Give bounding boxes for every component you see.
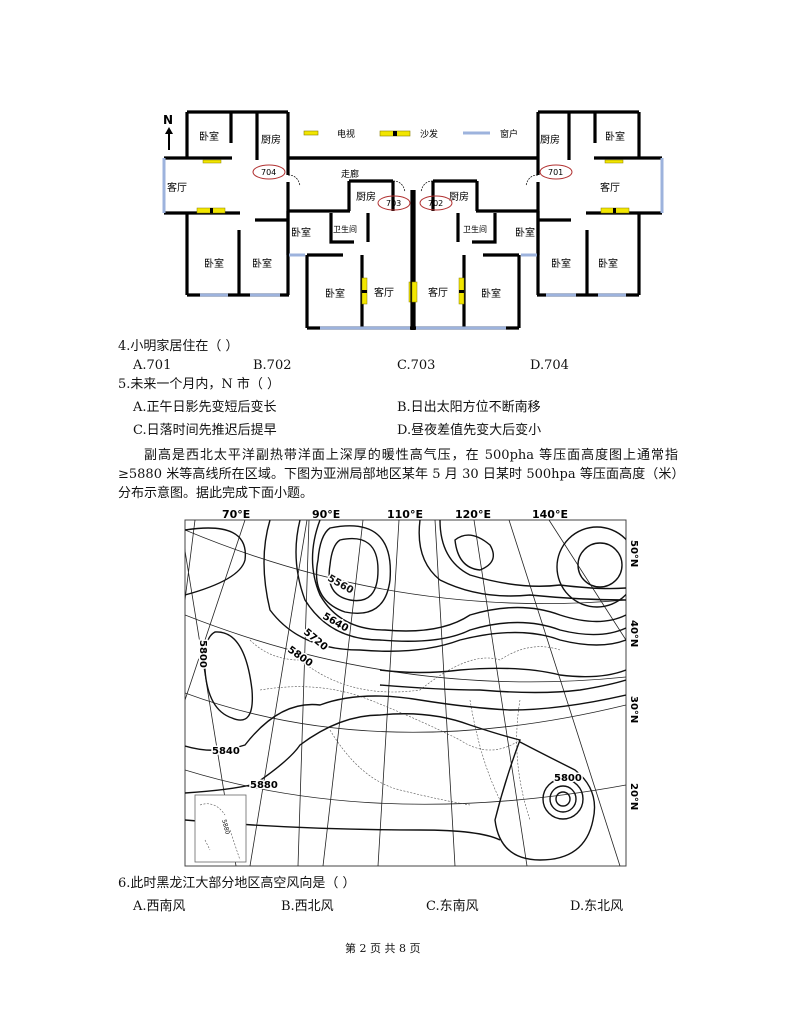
svg-text:厨房: 厨房	[356, 190, 376, 203]
q6-option-b[interactable]: B.西北风	[281, 899, 334, 914]
svg-text:厨房: 厨房	[261, 133, 281, 146]
svg-text:厨房: 厨房	[449, 190, 469, 203]
svg-text:120°E: 120°E	[455, 508, 491, 521]
svg-text:5880: 5880	[220, 819, 231, 836]
question-5-stem: 5.未来一个月内，N 市（ ）	[118, 377, 281, 392]
longitude-labels: 70°E 90°E 110°E 120°E 140°E	[222, 508, 568, 521]
borders	[249, 639, 561, 821]
svg-text:厨房: 厨房	[540, 133, 560, 146]
svg-text:70°E: 70°E	[222, 508, 250, 521]
question-6-stem: 6.此时黑龙江大部分地区高空风向是（ ）	[118, 876, 356, 891]
q5-option-c[interactable]: C.日落时间先推迟后提早	[133, 423, 277, 438]
svg-text:5800: 5800	[554, 773, 582, 784]
question-4-stem: 4.小明家居住在（ ）	[118, 339, 239, 354]
q5-option-d[interactable]: D.昼夜差值先变大后变小	[397, 423, 542, 438]
room-labels: 卧室 厨房 客厅 卧室 卧室 走廊 厨房 卧室 卫生间 卧室 客厅 客厅 卧室 …	[167, 130, 625, 300]
svg-text:卫生间: 卫生间	[463, 224, 487, 234]
svg-text:卧室: 卧室	[204, 257, 224, 270]
q4-option-d[interactable]: D.704	[530, 358, 569, 373]
q5-option-b[interactable]: B.日出太阳方位不断南移	[397, 400, 541, 415]
south-china-sea-inset: 5880	[194, 794, 247, 863]
svg-text:704: 704	[261, 168, 276, 177]
svg-text:卫生间: 卫生间	[333, 224, 357, 234]
svg-text:卧室: 卧室	[515, 226, 535, 239]
svg-text:40°N: 40°N	[628, 620, 639, 647]
svg-text:卧室: 卧室	[252, 257, 272, 270]
svg-text:走廊: 走廊	[341, 168, 359, 180]
svg-text:5880: 5880	[250, 780, 278, 791]
svg-text:702: 702	[428, 199, 443, 208]
q4-option-b[interactable]: B.702	[253, 358, 292, 373]
q4-option-a[interactable]: A.701	[133, 358, 172, 373]
svg-text:5560: 5560	[326, 573, 356, 596]
svg-text:703: 703	[386, 199, 401, 208]
q6-option-c[interactable]: C.东南风	[426, 899, 479, 914]
svg-text:客厅: 客厅	[374, 286, 394, 299]
svg-text:沙发: 沙发	[420, 128, 438, 140]
svg-text:卧室: 卧室	[598, 257, 618, 270]
svg-text:140°E: 140°E	[532, 508, 568, 521]
svg-text:110°E: 110°E	[387, 508, 423, 521]
svg-text:卧室: 卧室	[551, 257, 571, 270]
passage-text: 副高是西北太平洋副热带洋面上深厚的暖性高气压，在 500pha 等压面高度图上通…	[118, 448, 678, 501]
svg-text:5840: 5840	[212, 746, 240, 757]
svg-text:卧室: 卧室	[291, 226, 311, 239]
svg-text:卧室: 卧室	[325, 287, 345, 300]
latitude-labels: 50°N 40°N 30°N 20°N	[628, 540, 639, 810]
svg-text:卧室: 卧室	[605, 130, 625, 143]
q4-option-c[interactable]: C.703	[397, 358, 436, 373]
geopotential-height-map: 70°E 90°E 110°E 120°E 140°E 50°N 40°N 30…	[184, 508, 639, 867]
svg-text:卧室: 卧室	[481, 287, 501, 300]
svg-text:5800: 5800	[197, 640, 208, 668]
svg-text:客厅: 客厅	[167, 181, 187, 194]
svg-text:卧室: 卧室	[199, 130, 219, 143]
contour-lines	[185, 520, 626, 861]
q6-option-a[interactable]: A.西南风	[133, 899, 186, 914]
north-arrow: N	[163, 113, 173, 150]
svg-text:90°E: 90°E	[312, 508, 340, 521]
graticule	[185, 520, 626, 866]
page-footer: 第 2 页 共 8 页	[345, 942, 421, 955]
svg-text:701: 701	[548, 168, 563, 177]
svg-text:客厅: 客厅	[428, 286, 448, 299]
svg-text:N: N	[163, 113, 173, 127]
svg-text:20°N: 20°N	[628, 783, 639, 810]
svg-text:电视: 电视	[337, 128, 355, 140]
legend: 电视 沙发 窗户	[303, 128, 518, 140]
apartment-floor-plan: N 电视 沙发 窗户	[162, 110, 664, 332]
svg-text:50°N: 50°N	[628, 540, 639, 567]
svg-text:30°N: 30°N	[628, 696, 639, 723]
map-frame	[184, 519, 627, 867]
q5-option-a[interactable]: A.正午日影先变短后变长	[133, 400, 277, 415]
svg-text:窗户: 窗户	[500, 128, 518, 140]
q6-option-d[interactable]: D.东北风	[570, 899, 624, 914]
svg-text:5800: 5800	[285, 644, 314, 669]
svg-text:客厅: 客厅	[600, 181, 620, 194]
unit-markers: 704 703 702 701	[252, 164, 573, 211]
